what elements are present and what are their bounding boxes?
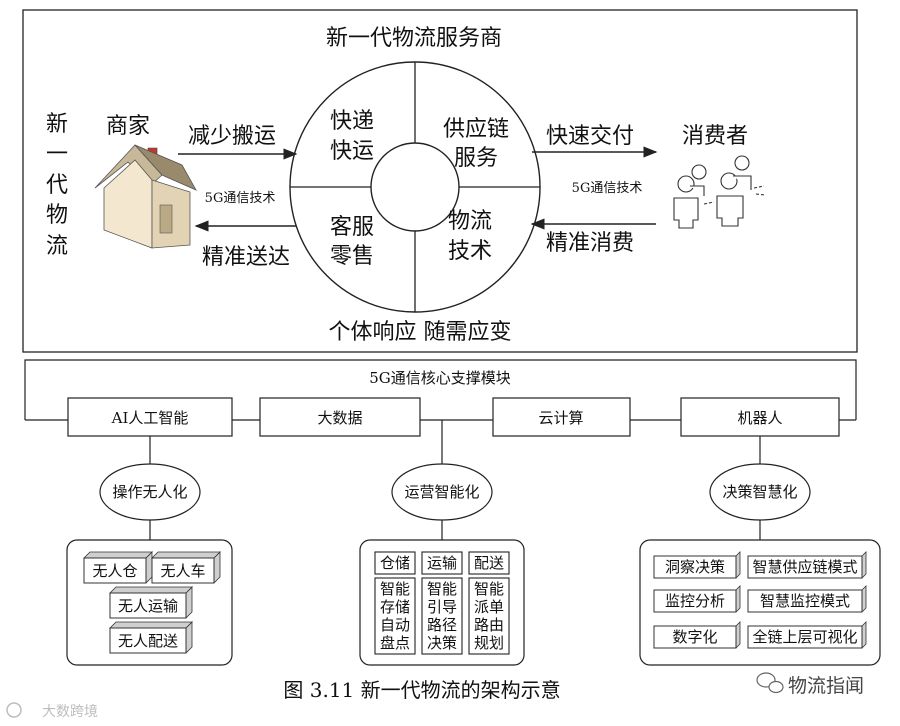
quadrant-tl-line2: 快运 <box>330 139 374 164</box>
item-label: 无人仓 <box>92 562 137 580</box>
arrow-right-bottom-label: 精准消费 <box>546 231 634 256</box>
module-label: 机器人 <box>737 409 782 427</box>
ops-col-transport: 运输 智能 引导 路径 决策 <box>421 551 463 655</box>
tech-left-label: 5G通信技术 <box>205 191 276 206</box>
house-icon <box>94 144 197 249</box>
ops-cell: 存储 <box>380 598 410 616</box>
quadrant-br-line2: 技术 <box>448 239 492 264</box>
item-label: 监控分析 <box>665 592 725 610</box>
module-ai: AI人工智能 <box>67 397 233 437</box>
quadrant-br-line1: 物流 <box>448 209 492 234</box>
vertical-char: 流 <box>46 234 68 259</box>
watermark-right: 物流指闻 <box>756 672 864 697</box>
ellipse-label: 决策智慧化 <box>722 483 797 501</box>
ops-cell: 盘点 <box>380 634 410 652</box>
vertical-char: 代 <box>46 173 68 198</box>
top-title: 新一代物流服务商 <box>326 26 502 51</box>
ops-cell: 智能 <box>474 580 504 598</box>
item-digitalization: 数字化 <box>653 621 741 649</box>
module-label: 大数据 <box>317 409 362 427</box>
vertical-char: 一 <box>46 142 68 167</box>
arrow-right-top-label: 快速交付 <box>546 124 634 149</box>
item-full-chain-visual: 全链上层可视化 <box>747 621 867 649</box>
quadrant-bl-line1: 客服 <box>330 215 374 240</box>
item-monitor-analysis: 监控分析 <box>653 585 741 613</box>
merchant-label: 商家 <box>106 114 150 139</box>
module-label: AI人工智能 <box>111 409 189 427</box>
item-label: 智慧供应链模式 <box>752 558 857 576</box>
quadrant-bl-line2: 零售 <box>330 244 374 269</box>
ops-cell: 引导 <box>427 598 457 616</box>
ops-cell: 规划 <box>474 634 504 652</box>
quadrant-tr-line1: 供应链 <box>443 117 509 142</box>
item-label: 洞察决策 <box>665 558 725 576</box>
ellipse-label: 运营智能化 <box>404 483 479 501</box>
module-bigdata: 大数据 <box>259 397 421 437</box>
item-unmanned-transport: 无人运输 <box>109 586 193 619</box>
ops-cell: 智能 <box>427 580 457 598</box>
top-bottom-caption: 个体响应 随需应变 <box>329 320 512 345</box>
item-label: 全链上层可视化 <box>752 628 857 646</box>
arrow-left-bottom-label: 精准送达 <box>202 245 290 270</box>
item-label: 无人配送 <box>118 632 178 650</box>
figure-caption: 图 3.11 新一代物流的架构示意 <box>283 678 560 702</box>
support-module-frame <box>24 359 857 420</box>
ellipse-smart: 决策智慧化 <box>709 463 811 521</box>
ops-cell: 路由 <box>474 616 504 634</box>
item-unmanned-warehouse: 无人仓 <box>83 551 153 584</box>
ops-cell: 自动 <box>380 616 410 634</box>
consumer-label: 消费者 <box>682 124 748 149</box>
vertical-char: 物 <box>46 203 68 228</box>
ops-cell: 决策 <box>427 634 457 652</box>
item-unmanned-delivery: 无人配送 <box>109 621 193 654</box>
module-cloud: 云计算 <box>492 397 631 437</box>
ops-header: 配送 <box>474 554 504 572</box>
ellipse-intelligent: 运营智能化 <box>391 463 493 521</box>
wechat-icon <box>756 672 784 694</box>
arrow-left-top-label: 减少搬运 <box>188 124 276 149</box>
item-label: 数字化 <box>672 628 717 646</box>
item-smart-supply-chain: 智慧供应链模式 <box>747 551 867 579</box>
ops-cell: 智能 <box>380 580 410 598</box>
vertical-char: 新 <box>46 112 68 137</box>
ops-cell: 路径 <box>427 616 457 634</box>
quadrant-tr-line2: 服务 <box>454 146 498 171</box>
ops-col-storage: 仓储 智能 存储 自动 盘点 <box>374 551 416 655</box>
watermark-left-text: 大数跨境 <box>42 704 98 720</box>
item-label: 无人运输 <box>118 597 178 615</box>
quadrant-tl-line1: 快递 <box>330 109 374 134</box>
service-circle <box>289 61 541 313</box>
left-vertical-label: 新 一 代 物 流 <box>46 112 68 259</box>
ops-col-delivery: 配送 智能 派单 路由 规划 <box>468 551 510 655</box>
watermark-logo-icon <box>6 702 22 718</box>
item-insight-decision: 洞察决策 <box>653 551 741 579</box>
module-robot: 机器人 <box>680 397 840 437</box>
item-label: 无人车 <box>160 562 205 580</box>
item-smart-monitor: 智慧监控模式 <box>747 585 867 613</box>
watermark-left: 大数跨境 <box>6 702 98 720</box>
watermark-right-text: 物流指闻 <box>788 675 864 697</box>
item-label: 智慧监控模式 <box>760 592 850 610</box>
ellipse-label: 操作无人化 <box>112 483 187 501</box>
support-module-title: 5G通信核心支撑模块 <box>369 369 511 387</box>
ops-cell: 派单 <box>474 598 504 616</box>
ops-header: 运输 <box>427 554 457 572</box>
ellipse-unmanned: 操作无人化 <box>99 463 201 521</box>
item-unmanned-vehicle: 无人车 <box>151 551 221 584</box>
consumers-icon <box>673 155 766 229</box>
module-label: 云计算 <box>538 409 583 427</box>
ops-header: 仓储 <box>380 554 410 572</box>
tech-right-label: 5G通信技术 <box>572 181 643 196</box>
